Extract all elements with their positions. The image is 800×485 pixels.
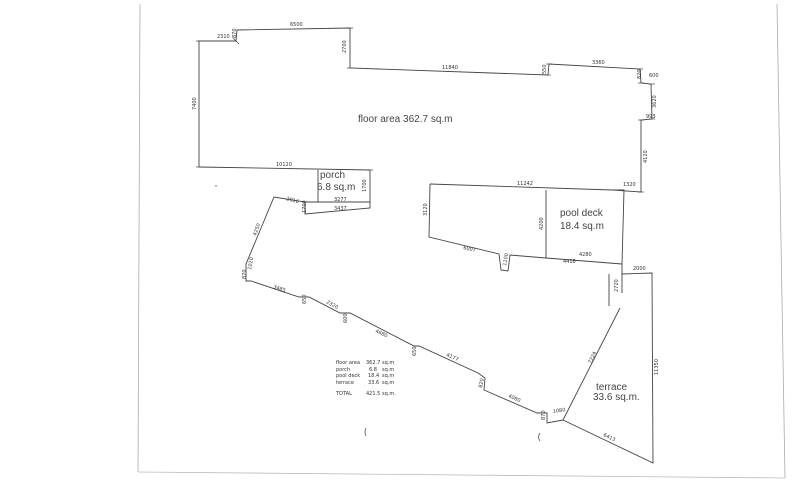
dimension-label: 2320: [325, 299, 339, 310]
summary-row-value: 33.6: [368, 380, 379, 386]
dimension-label: 2700: [342, 40, 348, 53]
summary-row-unit: sq.m: [382, 373, 394, 379]
dimension-label: 11242: [517, 181, 533, 187]
floor-area-label: floor area 362.7 sq.m: [358, 114, 453, 125]
dimension-label: 4280: [579, 252, 592, 258]
porch-label: porch: [320, 170, 345, 181]
dimension-label: 6007: [463, 245, 477, 254]
pool-deck-area-value: 18.4 sq.m: [560, 221, 604, 232]
dimension-label: 7400: [192, 97, 198, 110]
porch-area-value: 6.8 sq.m: [317, 182, 355, 193]
dimension-label: 1700: [302, 200, 308, 213]
dimension-label: 7224: [587, 351, 598, 365]
dimension-label: 10120: [276, 162, 292, 168]
dimension-label: 550: [542, 64, 548, 74]
dimension-label: 2310: [217, 34, 230, 40]
summary-row-name: floor area: [336, 360, 360, 366]
summary-row-name: terrace: [336, 380, 354, 386]
dimension-label: 1100: [502, 253, 510, 267]
dimension-label: 4080: [507, 393, 521, 404]
summary-row-name: pool deck: [336, 373, 360, 379]
dimension-label: 4120: [643, 150, 649, 163]
dimension-label: 6500: [290, 22, 303, 28]
dimension-label: 2016: [285, 196, 299, 205]
dimension-label: 4200: [539, 217, 545, 230]
terrace-label: terrace: [596, 382, 628, 393]
dimension-label: 11840: [442, 65, 458, 71]
summary-total-label: TOTAL: [335, 391, 352, 397]
dimension-label: 2720: [614, 279, 620, 292]
dimension-label: 4418: [563, 259, 576, 265]
terrace-area-value: 33.6 sq.m.: [593, 392, 640, 403]
dimension-label: 4680: [374, 328, 388, 339]
page-edge-right: [776, 3, 786, 479]
summary-row-value: 18.4: [368, 373, 379, 379]
dimension-label: 2000: [633, 266, 646, 272]
stray-dot: [215, 185, 217, 187]
summary-total-value: 421.5: [366, 391, 380, 397]
dimension-label: 3437: [334, 206, 347, 212]
dimension-label: 820: [478, 378, 486, 388]
dimension-label: 6413: [602, 432, 616, 443]
summary-row-name: porch: [336, 367, 350, 373]
dimension-label: 3360: [592, 60, 605, 66]
lower-left-boundary: [245, 196, 564, 424]
dimension-label: 1080: [552, 407, 565, 415]
dimension-label: 1020: [247, 257, 255, 271]
dimension-label: 4177: [445, 352, 459, 363]
stray-mark: [364, 427, 367, 437]
pool-deck-label: pool deck: [560, 208, 604, 219]
dimension-label: 1320: [623, 182, 636, 188]
dimension-label: 600: [649, 73, 659, 79]
area-summary-table: floor area 362.7 sq.m porch 6.8 sq.m poo…: [335, 360, 396, 397]
dimension-label: 870: [232, 28, 238, 38]
summary-row-value: 6.8: [369, 367, 377, 373]
dimension-label: 820: [637, 69, 643, 79]
dimension-labels: 2310 870 6500 2700 11840 550 3360 820 60…: [192, 22, 660, 443]
page-edge-bottom: [137, 471, 786, 479]
dimension-label: 650: [302, 294, 308, 304]
floor-area-outline: [196, 27, 655, 193]
dimension-label: 1700: [362, 179, 368, 192]
terrace-outline: [562, 264, 654, 464]
summary-total-unit: sq.m.: [382, 391, 396, 397]
dimension-label: 4250: [252, 223, 262, 237]
stray-mark: [538, 432, 541, 442]
summary-row-unit: sq.m: [382, 360, 394, 366]
dimension-label: 650: [412, 346, 418, 356]
dimension-label: 3120: [423, 203, 429, 216]
summary-row-value: 362.7: [366, 360, 380, 366]
dimension-label: 3277: [334, 197, 347, 203]
pool-deck-outline: [428, 183, 625, 272]
dimension-label: 3620: [652, 95, 658, 108]
page-edge-left: [137, 3, 141, 473]
dimension-label: 11350: [654, 359, 660, 375]
dimension-label: 3485: [272, 284, 286, 294]
dimension-label: 600: [343, 313, 349, 323]
dimension-label: 870: [242, 269, 248, 279]
summary-row-unit: sq.m: [382, 380, 394, 386]
dimension-label: 870: [541, 410, 547, 420]
summary-row-unit: sq.m: [382, 367, 394, 373]
dimension-label: 993: [646, 114, 656, 120]
